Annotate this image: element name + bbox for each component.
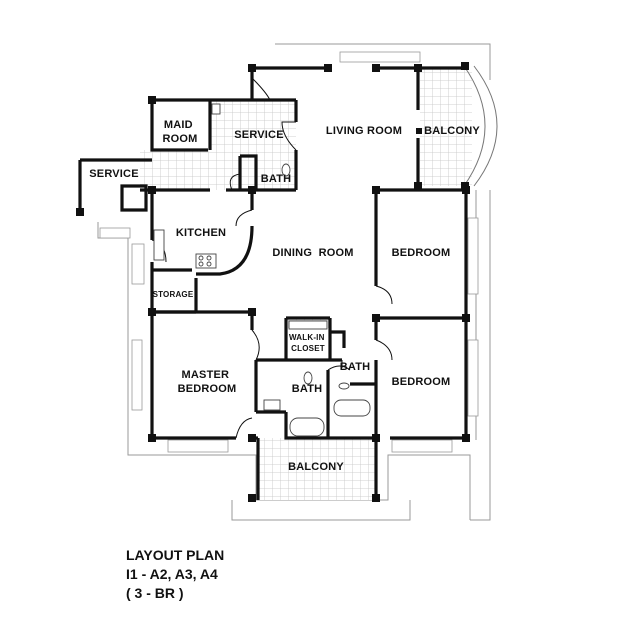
label-bath-master: BATH [292,383,323,395]
label-living-room: LIVING ROOM [326,125,402,137]
label-bedroom-lower: BEDROOM [392,376,451,388]
title-block: LAYOUT PLAN I1 - A2, A3, A4 ( 3 - BR ) [126,546,224,603]
label-service-left: SERVICE [89,168,139,180]
label-balcony-top: BALCONY [424,125,480,137]
title-line-3: ( 3 - BR ) [126,585,184,601]
label-storage: STORAGE [153,290,194,299]
balcony-railing [463,65,498,187]
title-line-1: LAYOUT PLAN [126,547,225,563]
planter-boxes [99,51,479,453]
label-bath-service: BATH [261,173,292,185]
label-walk-in-closet: WALK-IN CLOSET [289,333,327,353]
label-dining-room: DINING ROOM [272,247,353,259]
label-balcony-bottom: BALCONY [288,461,344,473]
tiled-floors [140,68,472,500]
label-maid-room: MAID ROOM [162,119,197,145]
fixtures [153,103,371,437]
columns [76,62,470,502]
label-bedroom-upper: BEDROOM [392,247,451,259]
door-swings [151,77,393,439]
label-bath-center: BATH [340,361,371,373]
label-service-upper: SERVICE [234,129,284,141]
title-line-2: I1 - A2, A3, A4 [126,566,218,582]
label-kitchen: KITCHEN [176,227,226,239]
room-labels: MAID ROOM SERVICE SERVICE LIVING ROOM BA… [89,119,480,473]
label-master-bedroom: MASTER BEDROOM [178,369,237,395]
walls [78,66,468,500]
